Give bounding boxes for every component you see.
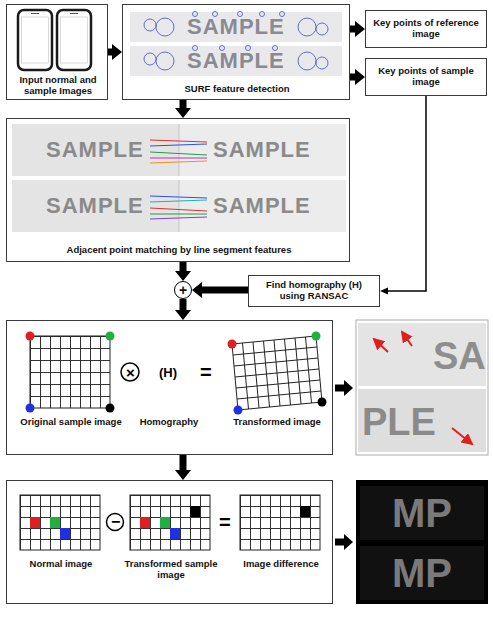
arrowhead (355, 21, 365, 37)
connector-shaft (180, 299, 187, 310)
operator-symbol: = (200, 362, 212, 382)
connector-shaft (180, 100, 187, 108)
homography-symbol: (H) (159, 366, 177, 379)
image-text: PLE (362, 403, 436, 441)
grid (20, 495, 320, 550)
arrowhead (355, 69, 365, 85)
output-box: Key points of sample image (365, 58, 487, 96)
transformed-grid (228, 332, 327, 415)
connector-shaft (350, 74, 355, 81)
output-box: Key points of reference image (365, 10, 487, 48)
phone-icon (18, 10, 52, 70)
node-label: Find homography (H) using RANSAC (254, 280, 374, 302)
connector-shaft (180, 455, 187, 470)
image-text: MP (392, 553, 452, 593)
connector-shaft (202, 287, 248, 294)
block-arrow (192, 282, 248, 298)
block-arrow (175, 455, 191, 480)
block-arrow (175, 262, 191, 281)
arrowhead (175, 470, 191, 480)
image-text: SAMPLE (46, 139, 144, 161)
arrowhead (175, 271, 191, 281)
input-box: Input normal and sample Images (6, 4, 108, 100)
junction-symbol: + (179, 283, 187, 297)
difference-image (356, 480, 488, 604)
image-text: SAMPLE (46, 195, 144, 217)
operator-circle (107, 514, 124, 531)
connector-line (380, 96, 426, 295)
arrowhead (192, 282, 202, 298)
connector-shaft (108, 49, 112, 56)
surf-image-strip (130, 12, 342, 76)
block-arrow (350, 21, 365, 37)
process-box: Normal image Transformed sample image Imag… (6, 480, 333, 604)
node-label: Key points of reference image (371, 18, 481, 40)
operator-symbol: = (219, 512, 231, 532)
block-arrow (350, 69, 365, 85)
block-arrow (335, 380, 353, 550)
arrowhead (380, 288, 388, 295)
node-label: SURF feature detection (123, 84, 351, 95)
node-label: Transformed sample image (121, 559, 221, 581)
image-text: SAMPLE (213, 195, 311, 217)
node-label: Homography (129, 417, 209, 428)
node-label: Original sample image (7, 417, 135, 428)
sum-junction: + (174, 281, 192, 299)
arrowhead (175, 310, 191, 320)
process-box: Original sample imageHomography Transform… (6, 320, 333, 455)
phone-icon (57, 10, 91, 70)
block-arrow (175, 299, 191, 320)
connector-shaft (388, 96, 426, 291)
connector-shaft (180, 262, 187, 271)
arrowhead (175, 108, 191, 118)
operator-circle (121, 363, 139, 381)
operator-symbol: × (126, 365, 135, 380)
block-arrow (175, 100, 191, 118)
node-label: Transformed image (227, 417, 327, 428)
node-label: Image difference (231, 559, 331, 570)
node-label: Adjacent point matching by line segment … (7, 245, 351, 256)
image-text: MP (392, 493, 452, 533)
matching-panel (12, 124, 346, 232)
match-lines (150, 140, 207, 219)
node-label: Key points of sample image (371, 66, 481, 88)
operator-symbol: − (111, 514, 120, 530)
grid (26, 332, 115, 413)
image-text: SAMPLE (213, 139, 311, 161)
connector-shaft (350, 26, 355, 33)
result-image (356, 320, 488, 455)
process-box: Find homography (H) using RANSAC (248, 275, 380, 307)
image-text: SA (433, 337, 486, 375)
node-label: Normal image (11, 559, 111, 570)
image-text: SAMPLE (187, 16, 285, 38)
node-label: Input normal and sample Images (9, 75, 107, 97)
arrowhead (112, 44, 122, 60)
image-text: SAMPLE (187, 50, 285, 72)
block-arrow (108, 44, 122, 60)
